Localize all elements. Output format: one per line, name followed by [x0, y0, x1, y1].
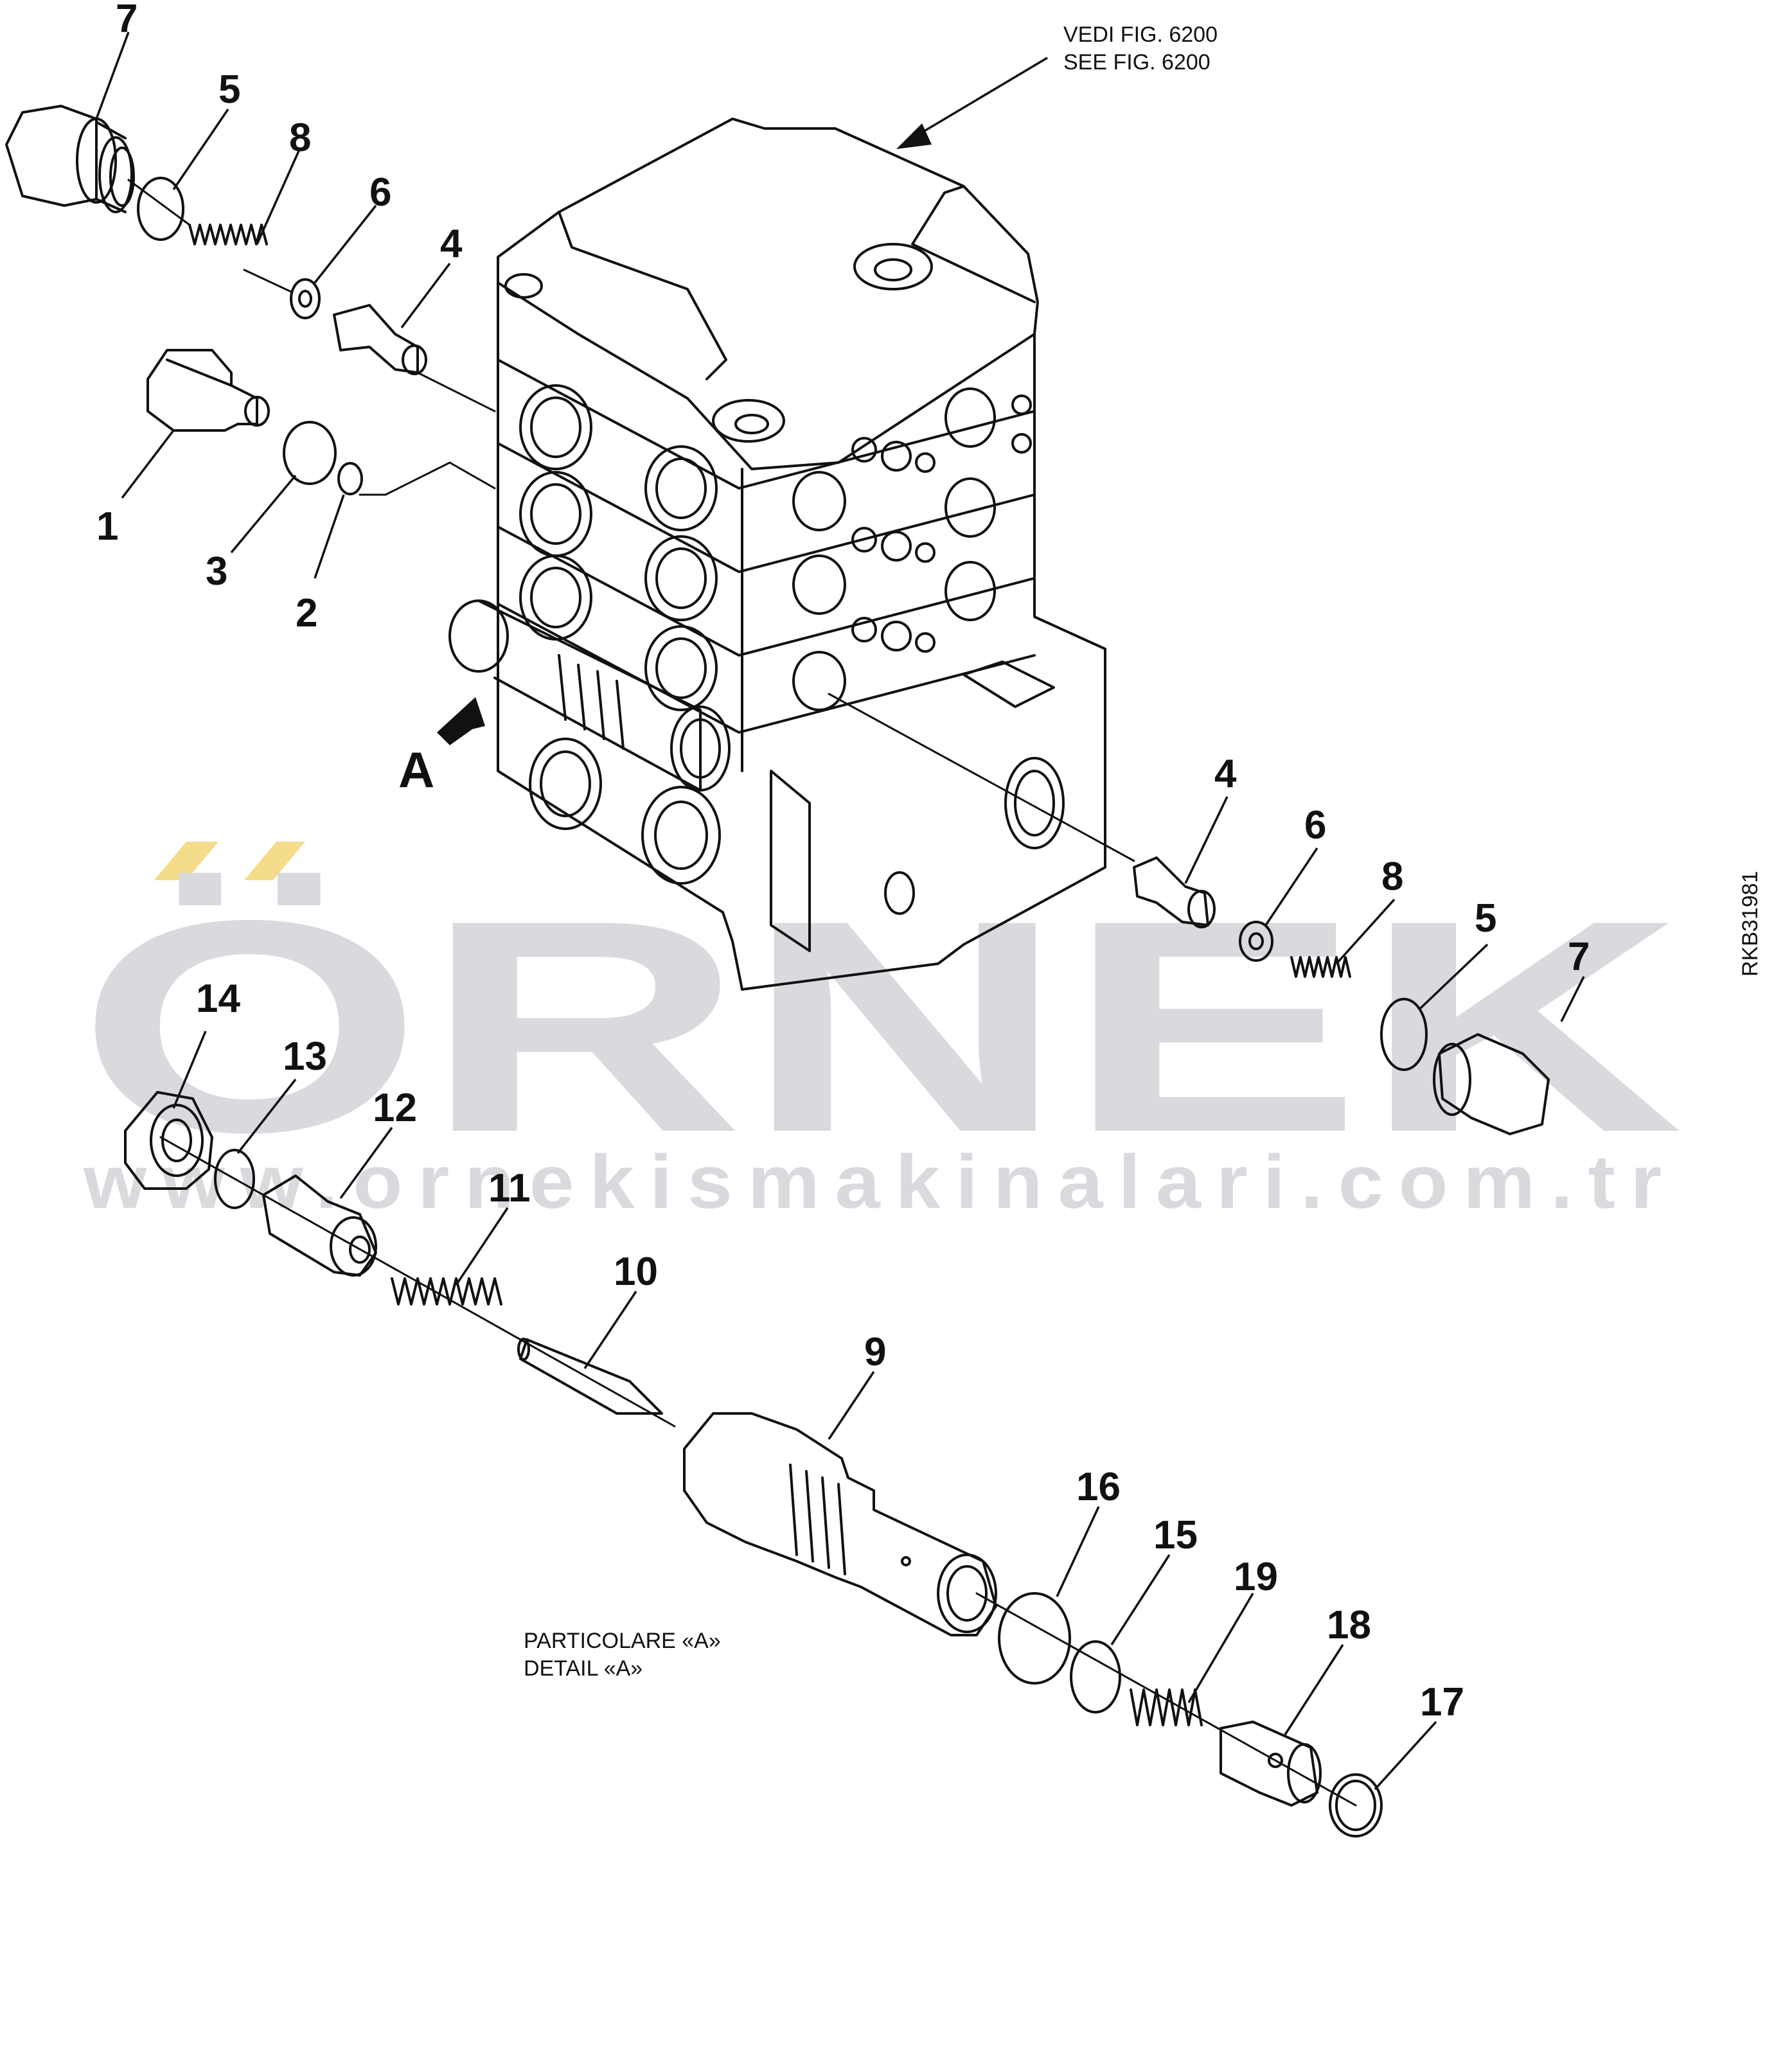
upper-left-parts [5, 105, 496, 496]
callout-4-upper: 4 [440, 222, 463, 266]
callout-8-lower: 8 [1381, 854, 1403, 899]
valve-block-side-right [741, 333, 1106, 991]
snap-ring-17 [1329, 1773, 1383, 1837]
plug-1 [146, 349, 258, 432]
assembled-relief-valve [477, 599, 702, 792]
callout-13: 13 [283, 1034, 327, 1079]
callout-4-lower: 4 [1214, 752, 1237, 796]
o-ring-5-upper [137, 177, 184, 241]
watermark-url: www.ornekismakinalari.com.tr [83, 1140, 1677, 1225]
callout-6-upper: 6 [369, 170, 391, 215]
valve-block [448, 118, 1106, 991]
leader-lines [95, 31, 1585, 1791]
see-fig-label-it: VEDI FIG. 6200 [1063, 22, 1218, 47]
pin-10 [519, 1338, 663, 1415]
callout-7-upper: 7 [116, 0, 137, 41]
o-ring-3 [283, 421, 337, 485]
spring-8-lower [1290, 956, 1351, 978]
watermark-accent-left [154, 842, 218, 880]
callouts: 7 5 8 6 4 1 3 2 4 6 8 5 7 14 13 12 11 10… [96, 0, 1590, 1724]
o-ring-13 [214, 1149, 255, 1209]
detail-label-en: DETAIL «A» [524, 1656, 643, 1681]
washer-6-lower [1239, 921, 1273, 962]
spring-11 [391, 1277, 502, 1306]
plug-7-lower [1438, 1033, 1550, 1135]
cartridge-9 [683, 1412, 997, 1636]
callout-5-lower: 5 [1475, 896, 1496, 941]
callout-6-lower: 6 [1304, 803, 1326, 847]
callout-10: 10 [614, 1250, 658, 1294]
callout-14: 14 [196, 977, 240, 1021]
callout-11: 11 [488, 1166, 531, 1210]
callout-17: 17 [1420, 1680, 1464, 1724]
callout-5-upper: 5 [218, 67, 240, 112]
view-a-arrow [437, 697, 485, 745]
top-port-1 [853, 243, 933, 290]
o-ring-2 [337, 462, 363, 495]
see-fig-label-en: SEE FIG. 6200 [1063, 50, 1211, 75]
callout-16: 16 [1076, 1465, 1121, 1509]
sleeve-18 [1220, 1721, 1318, 1807]
callout-1: 1 [96, 504, 118, 549]
watermark: ÖRNEK www.ornekismakinalari.com.tr [77, 842, 1683, 1225]
callout-8-upper: 8 [289, 116, 311, 160]
spring-8-upper [188, 224, 268, 245]
o-ring-5-lower [1380, 998, 1428, 1071]
callout-3: 3 [206, 549, 227, 594]
plug-7-upper [5, 105, 98, 207]
see-fig-arrow [896, 57, 1048, 149]
callout-18: 18 [1327, 1603, 1371, 1647]
view-a-label: A [398, 741, 434, 798]
callout-15: 15 [1153, 1513, 1198, 1557]
nut-14 [124, 1091, 213, 1190]
notes: VEDI FIG. 6200 SEE FIG. 6200 PARTICOLARE… [398, 22, 1762, 1681]
detail-a-parts [124, 1091, 1383, 1837]
watermark-word: ÖRNEK [77, 858, 1683, 1195]
washer-6-upper [290, 278, 321, 319]
watermark-accent-right [244, 842, 305, 880]
poppet-4-upper [333, 304, 419, 374]
spring-19 [1130, 1688, 1203, 1726]
o-ring-15 [1070, 1640, 1121, 1713]
callout-9: 9 [864, 1330, 886, 1374]
callout-7-lower: 7 [1568, 935, 1590, 979]
drawing-code: RKB31981 [1738, 871, 1762, 977]
top-port-2 [712, 399, 785, 443]
callout-19: 19 [1234, 1555, 1278, 1599]
callout-2: 2 [296, 591, 317, 635]
plug-12 [262, 1174, 377, 1277]
detail-label-it: PARTICOLARE «A» [524, 1629, 721, 1653]
callout-12: 12 [373, 1086, 417, 1130]
o-ring-16 [998, 1592, 1071, 1685]
right-parts [828, 693, 1550, 1135]
